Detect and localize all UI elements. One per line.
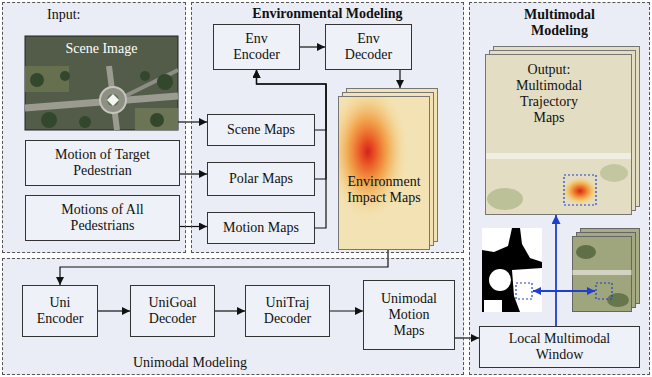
process-box: UniTraj Decoder [245, 285, 330, 337]
connector [399, 70, 400, 88]
process-box: Env Encoder [213, 24, 300, 70]
tree [41, 112, 57, 128]
process-box: Env Decoder [325, 24, 412, 70]
tree [30, 73, 44, 87]
impact-heat [339, 97, 429, 249]
front-image [339, 97, 430, 250]
node-label: Uni Encoder [30, 295, 90, 327]
process-box: Scene Maps [207, 114, 315, 146]
map-free-area [520, 228, 542, 262]
tree [140, 71, 150, 81]
trajectory-heat [562, 177, 598, 205]
image-stack [573, 229, 640, 312]
map-ground [482, 228, 542, 312]
node-label: Motion Maps [223, 220, 299, 236]
process-box: Polar Maps [207, 162, 315, 196]
tree [79, 116, 91, 128]
connector [300, 46, 325, 47]
node-label: UniTraj Decoder [257, 295, 319, 327]
node-label: Env Decoder [338, 31, 400, 63]
connector [98, 310, 130, 311]
process-box: UniGoal Decoder [130, 285, 215, 337]
tree-patch [607, 293, 629, 307]
panel-fill [2, 258, 464, 375]
connector [60, 250, 388, 285]
panel-heading: Unimodal Modeling [133, 355, 247, 371]
map-free-area [512, 268, 542, 312]
tree-patch [576, 245, 596, 259]
front-image [486, 55, 632, 215]
process-box: Motions of All Pedestrians [25, 195, 180, 241]
map-free-area [489, 269, 511, 291]
node-illustration [338, 88, 438, 250]
tree-patch [487, 188, 523, 210]
aerial-ground [25, 36, 178, 130]
road [486, 153, 631, 159]
node-label: Motions of All Pedestrians [43, 202, 163, 234]
connector [178, 121, 207, 122]
binary-map-image [482, 228, 542, 312]
map-free-area [482, 228, 512, 252]
connectors [60, 47, 556, 338]
connector [555, 215, 557, 326]
node-label: Unimodal Motion Maps [378, 291, 440, 339]
panel-heading: Environmental Modeling [252, 6, 402, 22]
process-box: Local Multimodal Window [479, 326, 640, 368]
node-label: Scene Maps [227, 122, 295, 138]
panel-heading: Multimodal Modeling [510, 7, 610, 39]
node-label: Env Encoder [226, 31, 288, 63]
local-window-mark [596, 283, 612, 299]
module-panel: Multimodal ModelingOutput: Multimodal Tr… [469, 2, 650, 375]
connector [330, 310, 363, 311]
image-layer [339, 97, 430, 250]
node-label: Motion of Target Pedestrian [43, 147, 163, 179]
process-box: Uni Encoder [22, 285, 98, 337]
field-patch [25, 66, 69, 92]
local-window-mark [564, 175, 596, 205]
field-patch [135, 108, 178, 130]
heatmap-stack: Environment Impact Maps [338, 88, 438, 250]
tree [60, 71, 70, 81]
module-panel: Unimodal Modeling Uni Encoder UniGoal Deco… [2, 258, 464, 375]
node-label: Polar Maps [229, 171, 293, 187]
local-window-mark [516, 283, 532, 299]
panel-heading: Input: [47, 7, 80, 23]
roundabout-center [107, 94, 119, 106]
connector [180, 226, 207, 227]
process-box: Motion Maps [207, 212, 315, 244]
connector [455, 337, 479, 338]
process-box: Motion of Target Pedestrian [25, 140, 180, 186]
output-map-stack: Output: Multimodal Trajectory Maps [485, 46, 640, 215]
node-label: Local Multimodal Window [500, 331, 620, 363]
tree-patch [600, 164, 628, 182]
node-label: Output: Multimodal Trajectory Maps [507, 62, 591, 126]
panel-fill [469, 2, 650, 375]
module-panel: Environmental ModelingEnv Encoder Env Dec… [191, 2, 464, 253]
input-panel: Input: Scene ImageMotion of Target Pedest… [2, 2, 186, 253]
node-label: Scene Image [66, 41, 138, 57]
tree [150, 113, 164, 127]
panel-fill [2, 2, 186, 253]
road [573, 270, 632, 275]
image-layer [573, 237, 632, 312]
connector [215, 310, 245, 311]
connector [257, 70, 327, 228]
location-marker [107, 94, 119, 106]
image-layer [486, 55, 632, 215]
node-label: Environment Impact Maps [341, 174, 427, 206]
process-box: Unimodal Motion Maps [363, 280, 455, 350]
connector [180, 173, 207, 174]
double-arrow [533, 290, 595, 292]
roundabout [100, 87, 126, 113]
tree [157, 74, 173, 90]
scene-image: Scene Image [25, 36, 178, 130]
panel-fill [191, 2, 464, 253]
map-free-area [484, 300, 502, 312]
node-label: UniGoal Decoder [142, 295, 204, 327]
